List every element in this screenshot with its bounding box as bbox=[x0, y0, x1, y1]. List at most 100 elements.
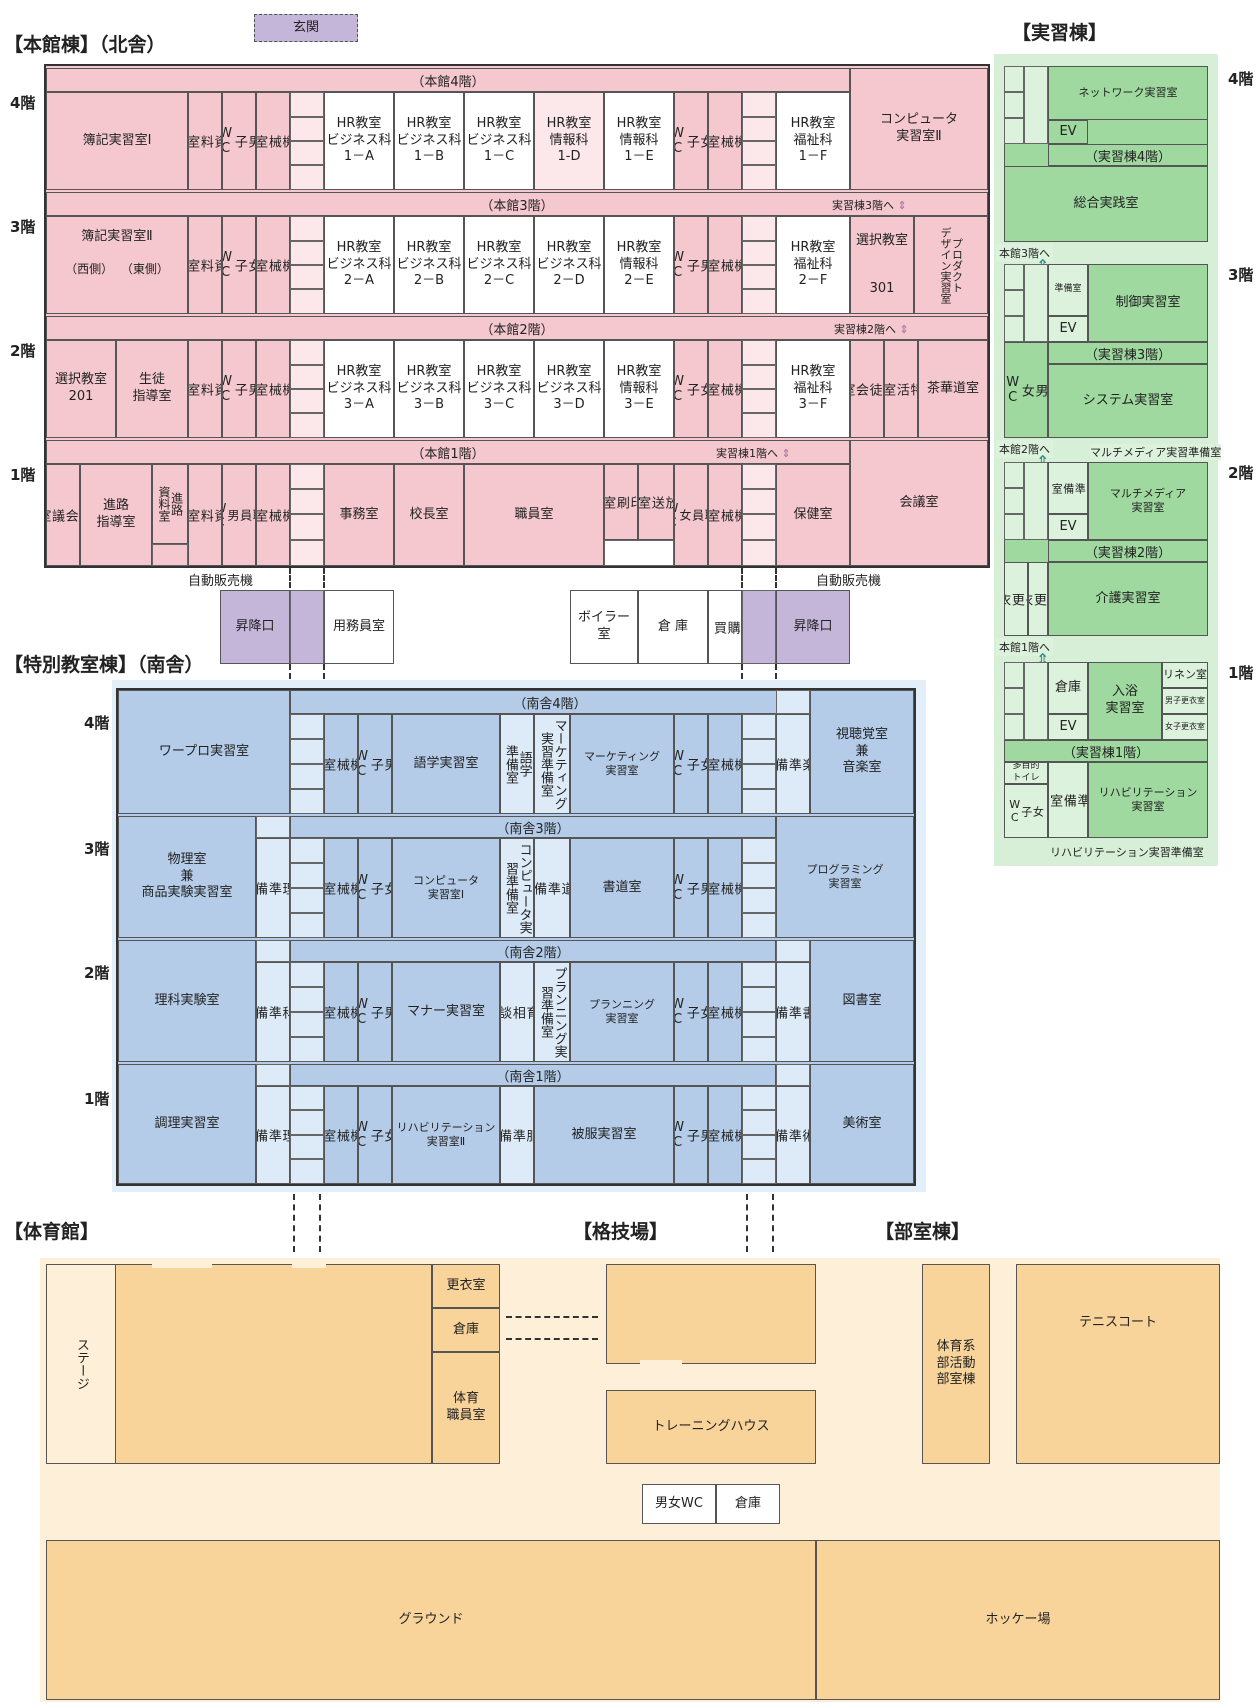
link-main-1f[interactable]: 本館1階へ bbox=[996, 638, 1053, 656]
word-processing-room: ワープロ実習室 bbox=[118, 690, 290, 814]
student-guidance-room: 生徒 指導室 bbox=[116, 340, 188, 438]
counseling-room: 教 育 相 談 室 bbox=[500, 962, 534, 1062]
corridor-cell bbox=[290, 265, 324, 289]
hr-label: HR教室 bbox=[336, 363, 382, 379]
link-practice-2f[interactable]: 実習棟2階へ ⇕ bbox=[834, 323, 909, 336]
link-main-3f[interactable]: 本館3階へ bbox=[996, 244, 1053, 262]
corridor-cell bbox=[290, 789, 324, 814]
hr-dept: ビジネス科 bbox=[466, 380, 532, 396]
elevator-2f: EV bbox=[1048, 514, 1088, 540]
male-wc-2f: 男 子 WC bbox=[222, 340, 256, 438]
machine-room-s4-2: 機 械 室 bbox=[708, 714, 742, 814]
corridor-cell bbox=[290, 863, 324, 888]
calligraphy-prep-room: 書 道 準 備 室 bbox=[534, 838, 570, 938]
corridor-cell bbox=[290, 165, 324, 190]
hr-dept: ビジネス科 bbox=[396, 256, 462, 272]
storage-outdoor: 倉庫 bbox=[716, 1484, 780, 1524]
corridor-cell bbox=[1024, 66, 1048, 144]
practice-4f-band: （実習棟4階） bbox=[1048, 144, 1208, 166]
product-design-room: プロダクト デザイン実習室 bbox=[914, 216, 988, 314]
rehabilitation-room-2: リハビリテーション 実習室Ⅱ bbox=[392, 1086, 500, 1184]
hr-dept: ビジネス科 bbox=[536, 380, 602, 396]
hr-class: 2－C bbox=[483, 273, 515, 289]
machine-room-s2-2: 機 械 室 bbox=[708, 962, 742, 1062]
link-practice-3f[interactable]: 実習棟3階へ ⇕ bbox=[832, 199, 907, 212]
corridor-cell bbox=[742, 913, 776, 938]
hr-dept: ビジネス科 bbox=[466, 256, 532, 272]
hr-class: 3－F bbox=[798, 397, 828, 413]
hr-label: HR教室 bbox=[406, 115, 452, 131]
corridor-cell bbox=[290, 838, 324, 863]
system-room: システム実習室 bbox=[1048, 364, 1208, 438]
female-wc-s1: 女 子 WC bbox=[358, 1086, 392, 1184]
small-meeting-room: 小 会 議 室 bbox=[46, 464, 80, 566]
hr-dept: 情報科 bbox=[619, 256, 659, 272]
marketing-prep-room: マーケティング 実習準備室 bbox=[534, 714, 570, 814]
corridor-dashed-line bbox=[289, 664, 291, 688]
up-down-arrow-icon: ⇕ bbox=[781, 447, 791, 460]
hr-dept: ビジネス科 bbox=[396, 380, 462, 396]
hr-label: HR教室 bbox=[616, 115, 662, 131]
club-heading: 【部室棟】 bbox=[875, 1221, 971, 1243]
hr-class: 3－B bbox=[413, 397, 445, 413]
corridor-cell bbox=[742, 514, 776, 540]
corridor-cell bbox=[776, 1064, 810, 1086]
science-lab: 理科実験室 bbox=[118, 940, 256, 1062]
corridor-dashed-line bbox=[323, 568, 325, 588]
corridor-cell bbox=[742, 389, 776, 413]
corridor-cell bbox=[742, 365, 776, 389]
hr-class: 2－E bbox=[624, 273, 654, 289]
corridor-cell bbox=[776, 690, 810, 714]
hr-label: HR教室 bbox=[476, 363, 522, 379]
planning-prep-room: プランニング実 習準備室 bbox=[534, 962, 570, 1062]
machine-room-2f-2: 機 械 室 bbox=[708, 340, 742, 438]
hr-dept: 情報科 bbox=[549, 132, 589, 148]
female-wc-4f: 女 子 WC bbox=[674, 92, 708, 190]
corridor-dashed-line bbox=[319, 1194, 321, 1252]
special-floor-label-2: 2階 bbox=[84, 964, 110, 982]
corridor-cell bbox=[742, 764, 776, 789]
corridor-cell bbox=[742, 540, 776, 566]
clothing-room: 被服実習室 bbox=[534, 1086, 674, 1184]
programming-room: プログラミング 実習室 bbox=[776, 816, 914, 938]
corridor-cell bbox=[742, 789, 776, 814]
link-practice-1f[interactable]: 実習棟1階へ ⇕ bbox=[716, 447, 791, 460]
special-floor-label-4: 4階 bbox=[84, 714, 110, 732]
hr-class: 2－A bbox=[343, 273, 375, 289]
corridor-dashed-line bbox=[293, 1194, 295, 1252]
corridor-cell bbox=[1024, 264, 1048, 342]
link-main-2f[interactable]: 本館2階へ bbox=[996, 440, 1053, 458]
practice-2f-band: （実習棟2階） bbox=[1048, 540, 1208, 562]
corridor-cell bbox=[290, 92, 324, 117]
practice-floor-label-2: 2階 bbox=[1228, 464, 1254, 482]
school-store: 購 買 bbox=[708, 590, 742, 664]
machine-room-s3: 機 械 室 bbox=[324, 838, 358, 938]
hr-dept: 情報科 bbox=[619, 380, 659, 396]
boki-room-2-sides: （西側） （東側） bbox=[65, 261, 169, 276]
corridor-cell bbox=[742, 863, 776, 888]
club-room-building: 体育系 部活動 部室棟 bbox=[922, 1264, 990, 1464]
hr-label: HR教室 bbox=[616, 239, 662, 255]
hr-dept: 情報科 bbox=[619, 132, 659, 148]
corridor-cell bbox=[290, 1037, 324, 1062]
hr-dept: 福祉科 bbox=[793, 132, 833, 148]
staff-room: 職員室 bbox=[464, 464, 604, 566]
